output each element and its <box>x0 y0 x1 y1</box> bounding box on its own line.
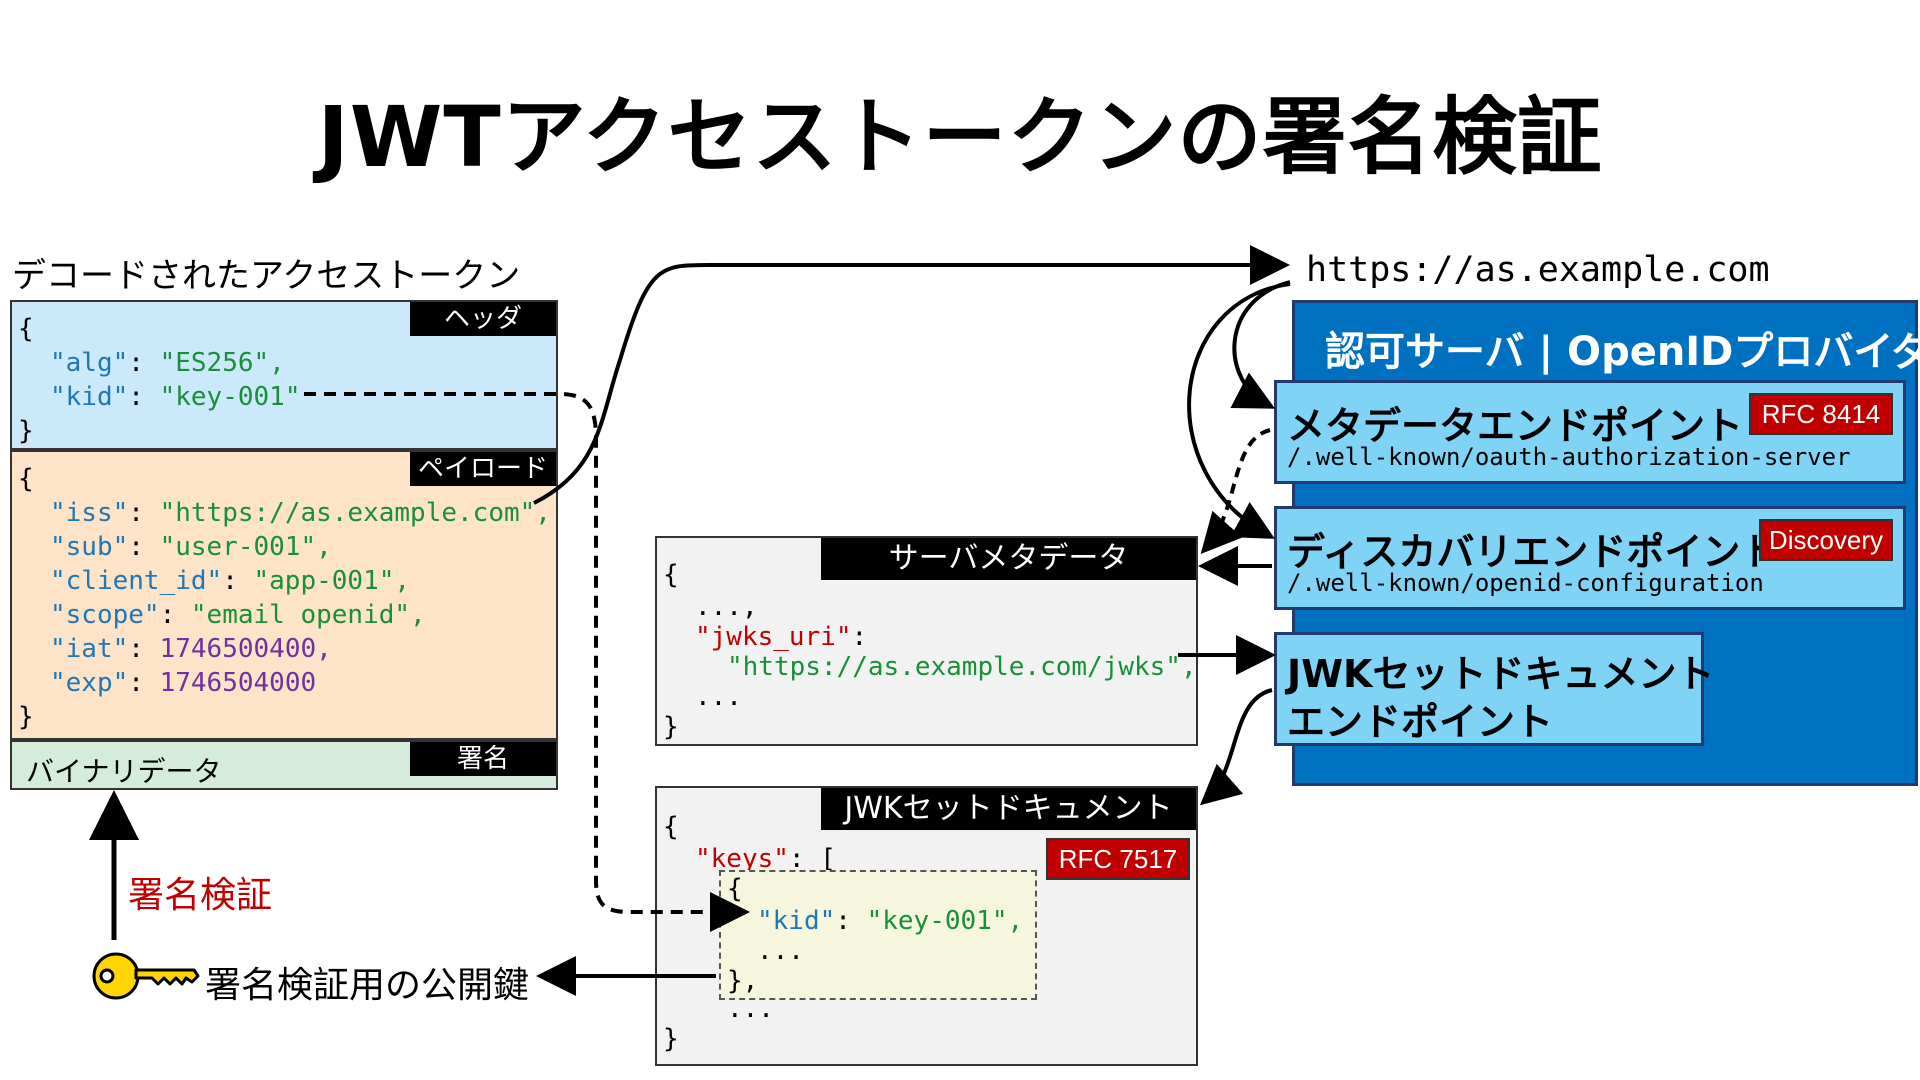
payload-line-sub: "sub": "user-001", <box>50 532 332 562</box>
payload-line-exp: "exp": 1746504000 <box>50 668 317 698</box>
json-value: "key-001" <box>159 382 301 412</box>
json-value: 1746500400, <box>159 634 332 664</box>
header-line-alg: "alg": "ES256", <box>50 348 285 378</box>
keys-bracket: : [ <box>788 844 836 874</box>
payload-line-iss: "iss": "https://as.example.com", <box>50 498 551 528</box>
json-key: "kid" <box>50 382 129 412</box>
payload-line-client-id: "client_id": "app-001", <box>50 566 411 596</box>
token-payload-section: ペイロード { "iss": "https://as.example.com",… <box>10 450 558 740</box>
metadata-dots-2: ... <box>695 682 742 712</box>
rfc7517-badge: RFC 7517 <box>1046 838 1190 880</box>
authorization-server-title: 認可サーバ | OpenIDプロバイダ <box>1325 329 1920 375</box>
metadata-open-brace: { <box>663 560 679 590</box>
key-icon <box>92 952 200 1000</box>
json-value: "key-001", <box>866 906 1024 936</box>
json-value: "user-001", <box>159 532 332 562</box>
header-close-brace: } <box>18 416 34 446</box>
json-value: 1746504000 <box>159 668 317 698</box>
metadata-endpoint-path: /.well-known/oauth-authorization-server <box>1287 443 1851 471</box>
payload-line-scope: "scope": "email openid", <box>50 600 426 630</box>
json-value: "https://as.example.com/jwks", <box>727 652 1197 682</box>
signature-tag: 署名 <box>410 742 556 776</box>
discovery-endpoint-title: ディスカバリエンドポイント <box>1287 530 1779 574</box>
jwk-open-brace: { <box>663 812 679 842</box>
metadata-close-brace: } <box>663 712 679 742</box>
arrow-metadata-to-server-metadata <box>1200 428 1271 554</box>
header-open-brace: { <box>18 314 34 344</box>
discovery-endpoint-path: /.well-known/openid-configuration <box>1287 569 1764 597</box>
jwk-set-document-box: JWKセットドキュメント RFC 7517 { "keys": [ { "kid… <box>655 786 1198 1066</box>
json-key: "exp" <box>50 668 129 698</box>
json-value: "app-001", <box>253 566 411 596</box>
public-key-label: 署名検証用の公開鍵 <box>205 965 530 1006</box>
json-key: "jwks_uri" <box>695 622 852 652</box>
json-key: "alg" <box>50 348 129 378</box>
header-tag: ヘッダ <box>410 302 556 336</box>
jwk-inner-close: }, <box>727 966 759 996</box>
payload-open-brace: { <box>18 464 34 494</box>
json-value: "email openid", <box>190 600 426 630</box>
token-header-section: ヘッダ { "alg": "ES256", "kid": "key-001" } <box>10 300 558 450</box>
token-signature-section: 署名 バイナリデータ <box>10 740 558 790</box>
json-key: "client_id" <box>50 566 223 596</box>
header-line-kid: "kid": "key-001" <box>50 382 301 412</box>
page-title: JWTアクセストークンの署名検証 <box>317 88 1603 186</box>
arrow-endpoint-to-jwk-set <box>1200 688 1273 806</box>
arrow-kid-match <box>304 392 750 932</box>
signature-verification-label: 署名検証 <box>128 875 273 916</box>
discovery-badge: Discovery <box>1759 519 1893 561</box>
payload-line-iat: "iat": 1746500400, <box>50 634 332 664</box>
json-key: "kid" <box>757 906 836 936</box>
server-metadata-box: サーバメタデータ { ..., "jwks_uri": "https://as.… <box>655 536 1198 746</box>
jwk-close-brace: } <box>663 1024 679 1054</box>
server-metadata-tag: サーバメタデータ <box>821 538 1196 580</box>
jwks-endpoint-title-line2: エンドポイント <box>1287 700 1554 744</box>
json-key: "keys" <box>695 844 789 874</box>
json-key: "scope" <box>50 600 160 630</box>
json-key: "iss" <box>50 498 129 528</box>
metadata-endpoint-title: メタデータエンドポイント <box>1287 404 1744 448</box>
jwk-kid-line: "kid": "key-001", <box>757 906 1024 936</box>
payload-tag: ペイロード <box>410 452 556 486</box>
arrow-issuer-to-metadata <box>1230 280 1291 409</box>
jwk-inner-dots: ... <box>757 936 804 966</box>
metadata-jwks-uri-value: "https://as.example.com/jwks", <box>727 650 1197 684</box>
json-value: "https://as.example.com", <box>159 498 551 528</box>
jwks-endpoint: JWKセットドキュメント エンドポイント <box>1274 632 1715 746</box>
rfc8414-badge: RFC 8414 <box>1749 393 1893 435</box>
jwks-endpoint-title-line1: JWKセットドキュメント <box>1287 652 1715 696</box>
json-key: "sub" <box>50 532 129 562</box>
payload-close-brace: } <box>18 702 34 732</box>
binary-data-label: バイナリデータ <box>26 755 222 788</box>
jwk-outer-dots: ... <box>727 994 774 1024</box>
json-value: "ES256", <box>159 348 285 378</box>
decoded-token-heading: デコードされたアクセストークン <box>12 256 521 296</box>
discovery-endpoint: ディスカバリエンドポイント Discovery /.well-known/ope… <box>1274 506 1906 610</box>
issuer-url: https://as.example.com <box>1306 250 1770 290</box>
metadata-endpoint: メタデータエンドポイント RFC 8414 /.well-known/oauth… <box>1274 380 1906 484</box>
metadata-dots-1: ..., <box>695 592 758 622</box>
json-key: "iat" <box>50 634 129 664</box>
jwk-key-entry: { "kid": "key-001", ... }, <box>719 870 1037 1000</box>
metadata-jwks-uri-line: "jwks_uri": <box>695 622 868 652</box>
arrow-iss-to-issuer <box>533 245 1290 505</box>
jwk-keys-line: "keys": [ <box>695 842 836 876</box>
jwk-set-tag: JWKセットドキュメント <box>821 788 1196 830</box>
